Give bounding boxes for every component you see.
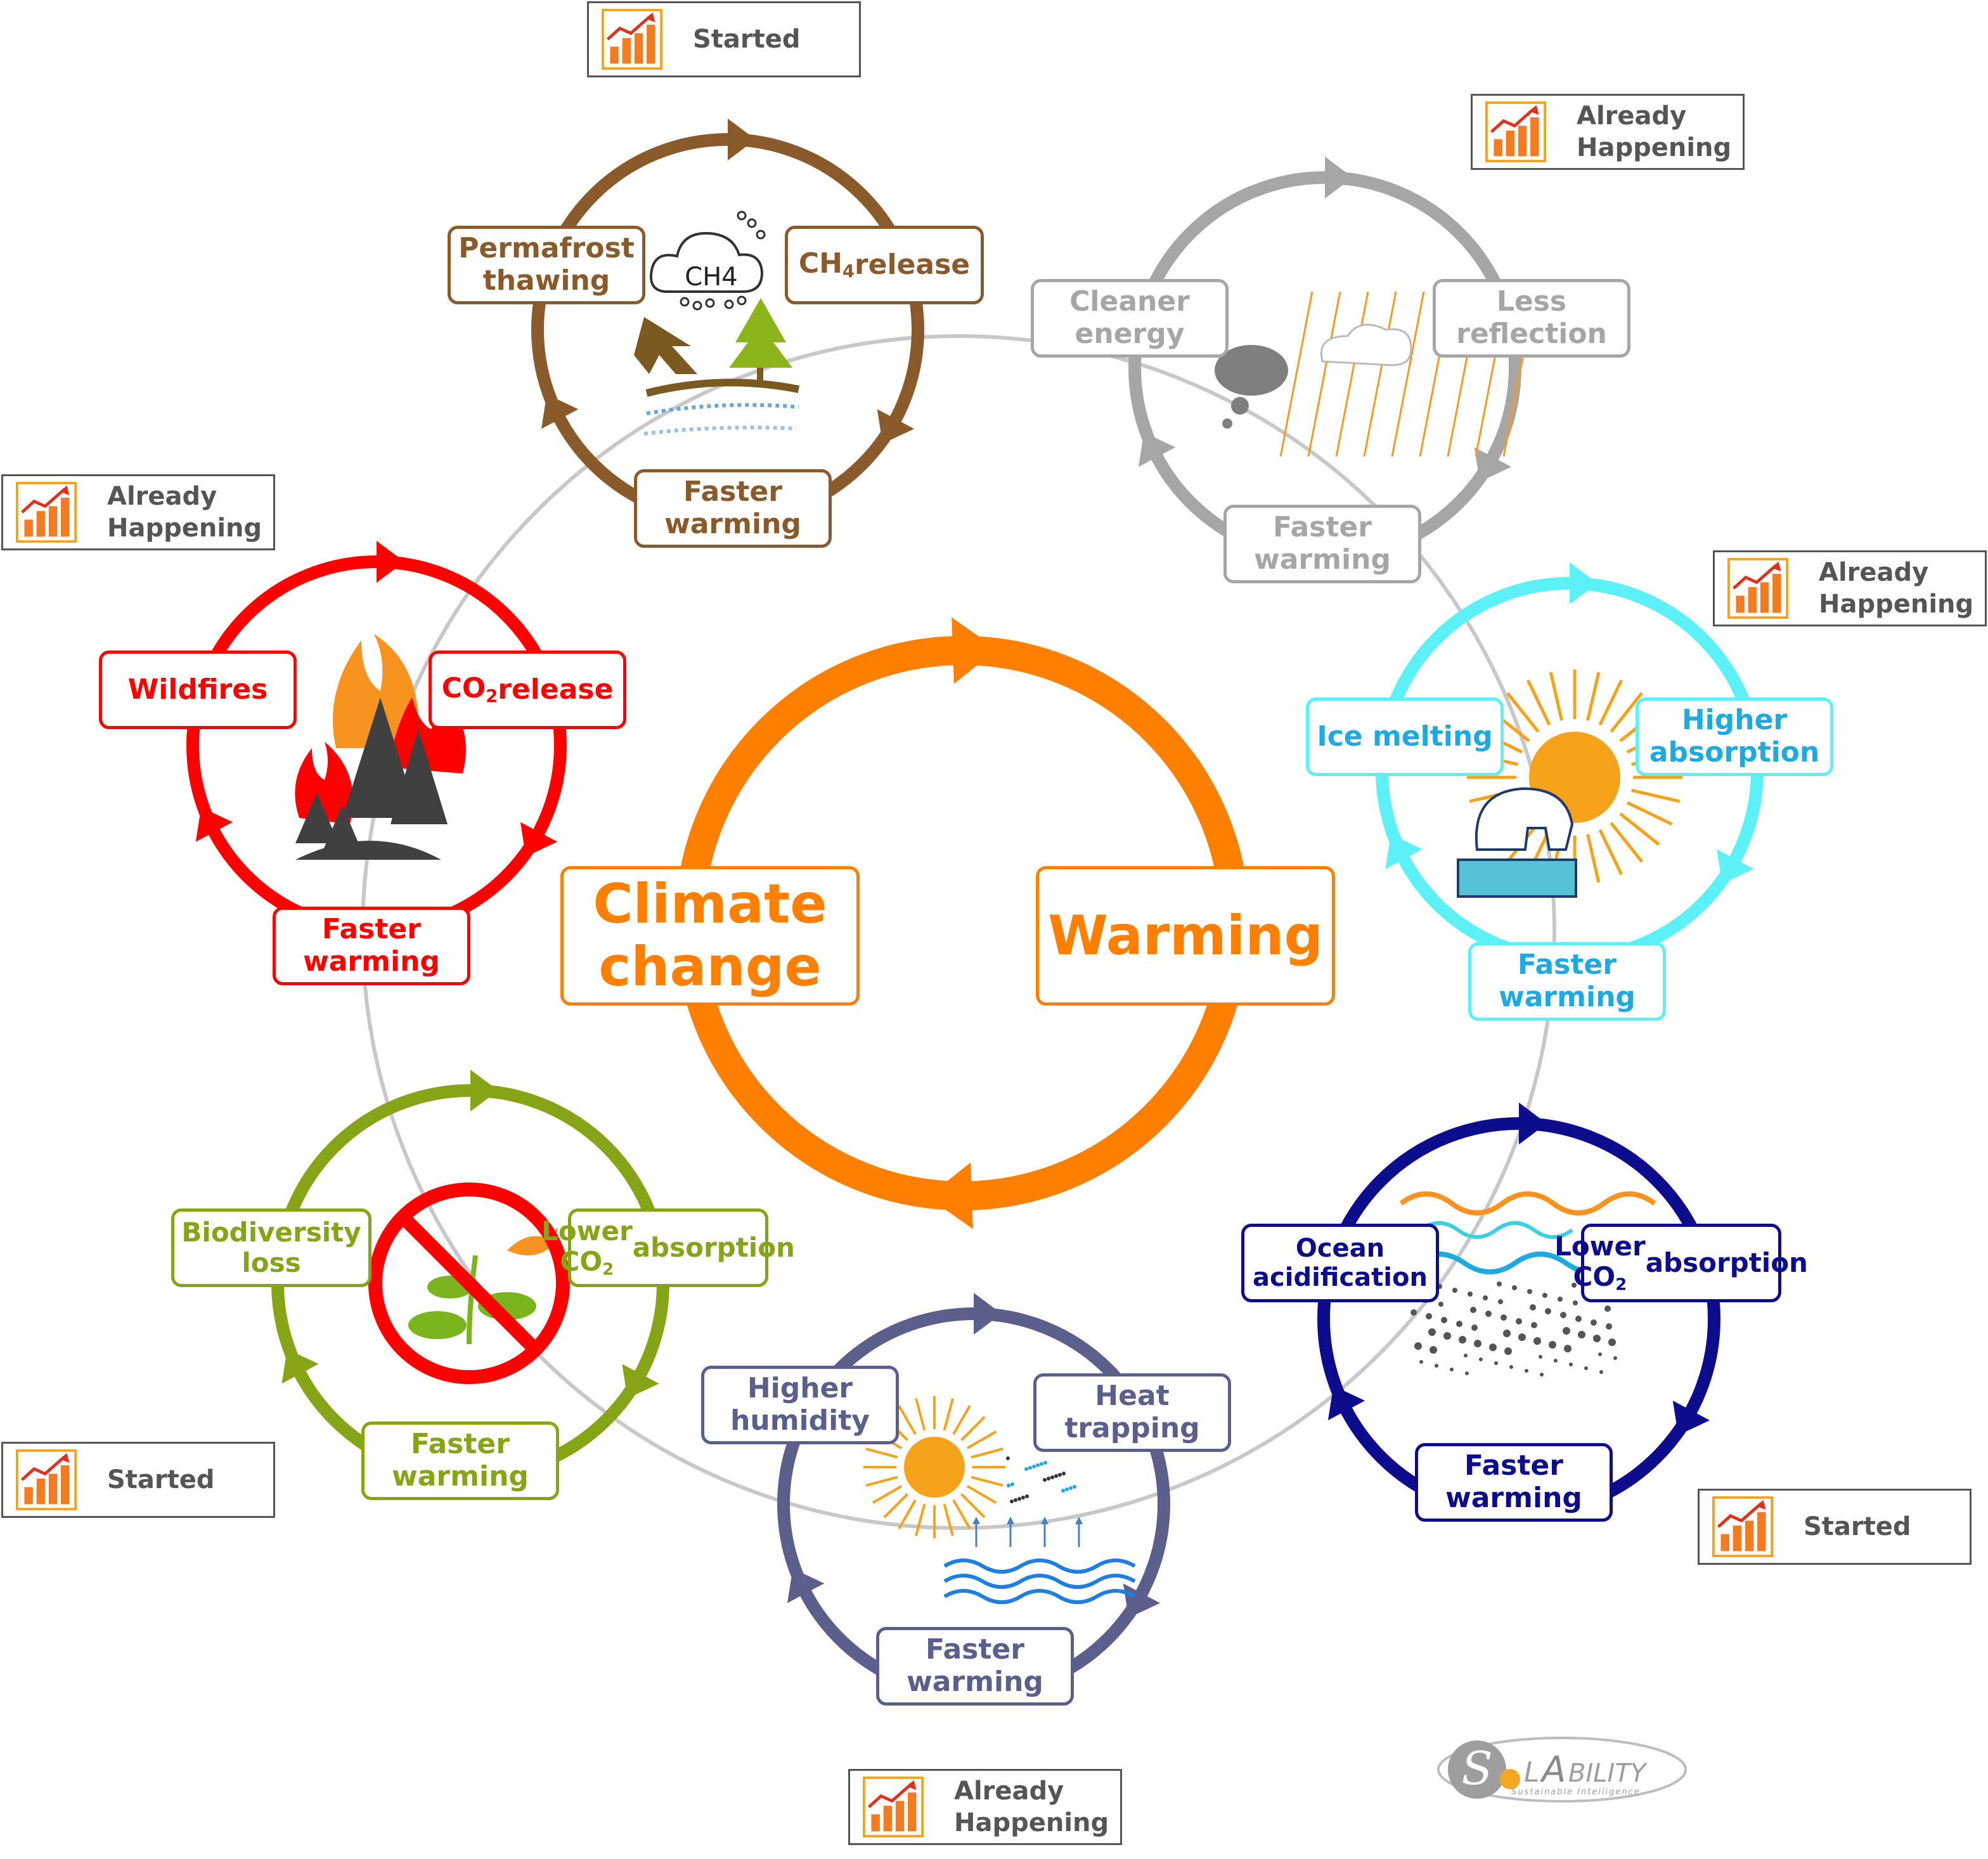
cycle-permafrost-arrow-3 xyxy=(541,394,579,429)
tree-icon xyxy=(295,697,448,860)
reflection-icon xyxy=(1215,291,1537,457)
solability-logo: S L A BILITY Sustainable Intelligence xyxy=(1437,1737,1687,1803)
cycle-humidity-arrow-2 xyxy=(1123,1583,1161,1618)
cycle-ice-arrow-3 xyxy=(1385,834,1423,869)
bio-absorption-word: absorption xyxy=(632,1231,795,1263)
bar-chart-icon xyxy=(16,1449,77,1510)
warming-label: Warming xyxy=(1036,866,1335,1006)
cycle-humidity-arrow-1 xyxy=(974,1293,1002,1335)
status-text: Already Happening xyxy=(1819,558,1974,619)
release-word: release xyxy=(854,248,971,281)
cycle-permafrost-arrow-1 xyxy=(728,119,756,160)
status-box-ocean: Started xyxy=(1698,1489,1972,1565)
status-text: Already Happening xyxy=(954,1777,1109,1837)
heat-trapping-label: Heat trapping xyxy=(1033,1373,1231,1452)
cycle-ocean-arrow-2 xyxy=(1672,1401,1710,1435)
svg-text:CH4: CH4 xyxy=(685,262,737,292)
higher-humidity-label: Higher humidity xyxy=(701,1366,899,1444)
ocean-faster-warming-label: Faster warming xyxy=(1415,1443,1613,1522)
climate-change-label: Climate change xyxy=(560,866,860,1006)
waves-icon xyxy=(1399,1191,1656,1376)
cycle-wildfires-arrow-2 xyxy=(520,822,558,857)
co2-release-word: release xyxy=(498,673,614,706)
bar-chart-icon xyxy=(1712,1496,1773,1557)
ice-faster-warming-label: Faster warming xyxy=(1468,942,1666,1021)
status-box-reflection: Already Happening xyxy=(1471,94,1745,170)
reflection-faster-warming-label: Faster warming xyxy=(1223,505,1421,583)
biodiversity-loss-label: Biodiversity loss xyxy=(171,1208,371,1287)
cycle-ice-arrow-2 xyxy=(1717,849,1754,884)
higher-absorption-label: Higher absorption xyxy=(1636,697,1833,776)
ocean-absorption-word: absorption xyxy=(1645,1247,1808,1278)
cycle-wildfires-arrow-3 xyxy=(195,807,233,842)
less-reflection-label: Less reflection xyxy=(1433,279,1630,358)
status-box-humidity: Already Happening xyxy=(848,1769,1122,1845)
cycle-reflection-arrow-2 xyxy=(1474,447,1512,482)
cycle-permafrost-ring xyxy=(531,133,924,526)
status-text: Started xyxy=(107,1465,215,1494)
bar-chart-icon xyxy=(1485,101,1546,162)
status-box-ice: Already Happening xyxy=(1713,550,1987,626)
cycle-wildfires-arrow-1 xyxy=(377,541,404,583)
bar-chart-icon xyxy=(602,9,662,70)
svg-text:Sustainable Intelligence: Sustainable Intelligence xyxy=(1511,1787,1641,1797)
tree-icon xyxy=(634,298,800,436)
bio-lower-co2-text: Lower CO2 xyxy=(541,1215,633,1279)
status-box-biodiversity: Started xyxy=(1,1442,275,1518)
status-text: Already Happening xyxy=(107,482,262,543)
bar-chart-icon xyxy=(1727,558,1788,619)
status-text: Started xyxy=(693,25,801,54)
svg-text:L: L xyxy=(1524,1756,1540,1789)
svg-text:BILITY: BILITY xyxy=(1568,1759,1648,1788)
polar-bear-icon xyxy=(1457,787,1577,898)
waves-icon xyxy=(943,1456,1136,1604)
cycle-biodiversity-arrow-2 xyxy=(622,1364,659,1399)
co2-formula: CO2 xyxy=(441,672,498,707)
sun-icon xyxy=(863,1396,1005,1538)
humidity-faster-warming-label: Faster warming xyxy=(876,1627,1074,1706)
wildfires-label: Wildfires xyxy=(99,651,297,729)
ch4-cloud-icon: CH4 xyxy=(650,211,766,311)
bar-chart-icon xyxy=(863,1777,924,1837)
bar-chart-icon xyxy=(16,482,77,543)
permafrost-thawing-label: Permafrost thawing xyxy=(448,226,645,304)
bio-faster-warming-label: Faster warming xyxy=(361,1422,559,1500)
cycle-ocean-arrow-1 xyxy=(1519,1103,1547,1144)
ocean-acidification-label: Ocean acidification xyxy=(1241,1224,1439,1302)
svg-text:S: S xyxy=(1461,1742,1492,1795)
fire-faster-warming-label: Faster warming xyxy=(273,907,470,985)
status-box-permafrost: Started xyxy=(587,1,861,77)
no-plant-icon xyxy=(368,1182,570,1384)
status-box-wildfires: Already Happening xyxy=(1,474,275,550)
cycle-ocean-arrow-3 xyxy=(1327,1385,1365,1421)
cycle-reflection-arrow-3 xyxy=(1138,432,1176,467)
cleaner-energy-label: Cleaner energy xyxy=(1031,279,1229,358)
status-text: Already Happening xyxy=(1577,101,1732,162)
cycle-biodiversity-arrow-3 xyxy=(281,1349,319,1384)
cycle-ice-arrow-1 xyxy=(1570,562,1598,604)
cycle-humidity-arrow-3 xyxy=(787,1568,825,1603)
svg-text:A: A xyxy=(1540,1749,1566,1791)
central-cycle-arrow-1 xyxy=(952,617,997,684)
ice-melting-label: Ice melting xyxy=(1306,697,1504,776)
central-cycle-arrow-2 xyxy=(927,1162,973,1229)
status-text: Started xyxy=(1804,1512,1911,1541)
cycle-permafrost-arrow-2 xyxy=(877,409,915,444)
cycle-reflection-arrow-1 xyxy=(1325,157,1353,198)
ocean-lower-co2-text: Lower CO2 xyxy=(1554,1230,1646,1295)
cycle-biodiversity-arrow-1 xyxy=(470,1070,498,1111)
ch4-formula: CH4 xyxy=(798,247,855,282)
permafrost-faster-warming-label: Faster warming xyxy=(634,469,832,548)
